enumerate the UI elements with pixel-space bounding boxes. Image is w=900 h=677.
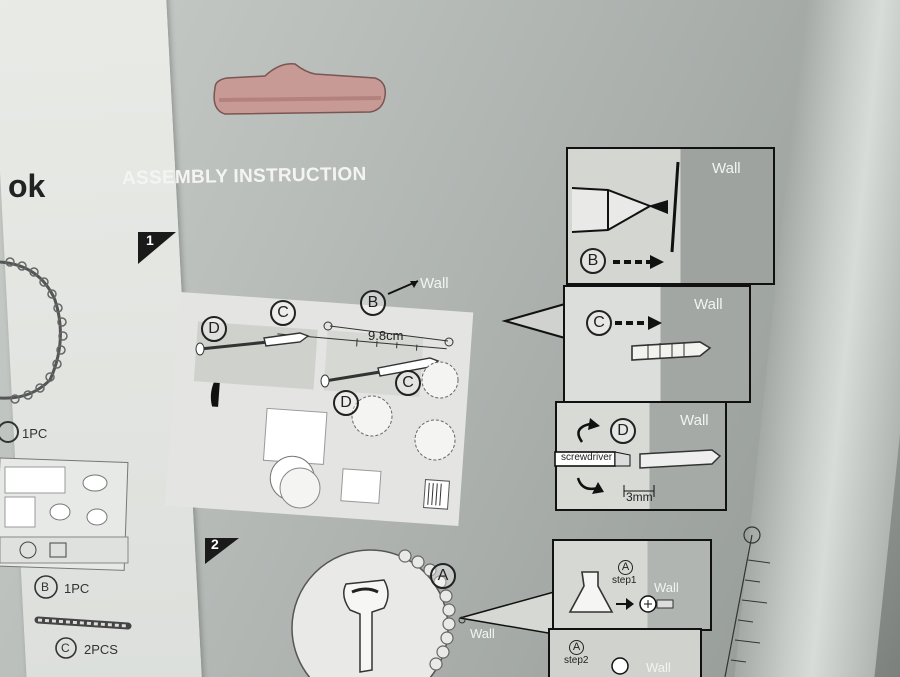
step1-part-b: B [360,290,386,316]
step2-detail-box-1 [552,539,712,631]
detail1-wall: Wall [712,160,741,177]
step-2-badge [205,538,239,564]
step2-box-wall: Wall [654,580,679,595]
detail3-gap-label: 3mm [626,490,653,504]
step2-step1-label: step1 [612,575,637,586]
qty-label-a: 1PC [22,426,48,441]
part-c-letter: C [61,641,70,655]
step-1-badge [138,232,176,264]
step1-part-c-top: C [270,300,296,326]
step1-part-d-left: D [201,316,227,342]
product-title-fragment: ok [8,168,46,204]
qty-label-b: 1PC [64,581,90,596]
step1-part-d-lower: D [333,390,359,416]
step1-wall-label: Wall [420,275,449,292]
hang-slot [213,63,387,115]
step1-measure: 9.8cm [368,328,404,343]
detail3-tool-label: screwdriver [561,452,613,463]
detail3-part-d: D [610,418,636,444]
detail3-wall: Wall [680,412,709,429]
step2-step2-label: step2 [564,655,589,666]
detail2-wall: Wall [694,296,723,313]
step-1-number: 1 [146,232,154,248]
step2-box-wall-2: Wall [646,660,671,675]
step2-box-a1: A [618,560,633,575]
step-2-number: 2 [211,536,219,552]
step2-box-a2: A [569,640,584,655]
detail2-part-c: C [586,310,612,336]
step2-part-a: A [430,563,456,589]
qty-label-c: 2PCS [84,642,118,657]
step2-wall-label: Wall [470,626,495,641]
detail1-part-b: B [580,248,606,274]
part-b-letter: B [41,580,50,594]
step1-part-c-lower: C [395,370,421,396]
